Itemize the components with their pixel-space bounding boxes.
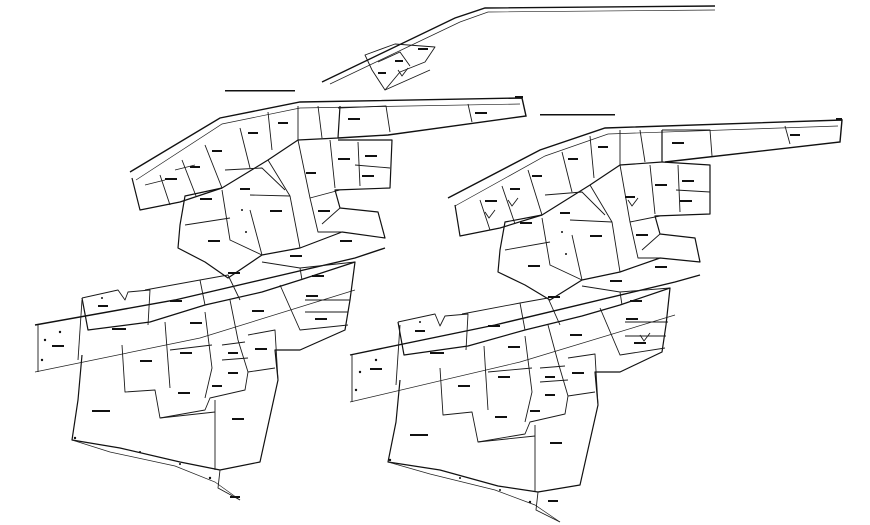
right-plan-points bbox=[354, 197, 651, 504]
top-key-plan bbox=[321, 5, 716, 91]
right-site-plan bbox=[349, 114, 843, 523]
left-plan-labels bbox=[52, 112, 487, 498]
left-plan-points bbox=[40, 209, 247, 480]
left-site-plan bbox=[34, 90, 527, 501]
right-plan-labels bbox=[370, 134, 800, 502]
